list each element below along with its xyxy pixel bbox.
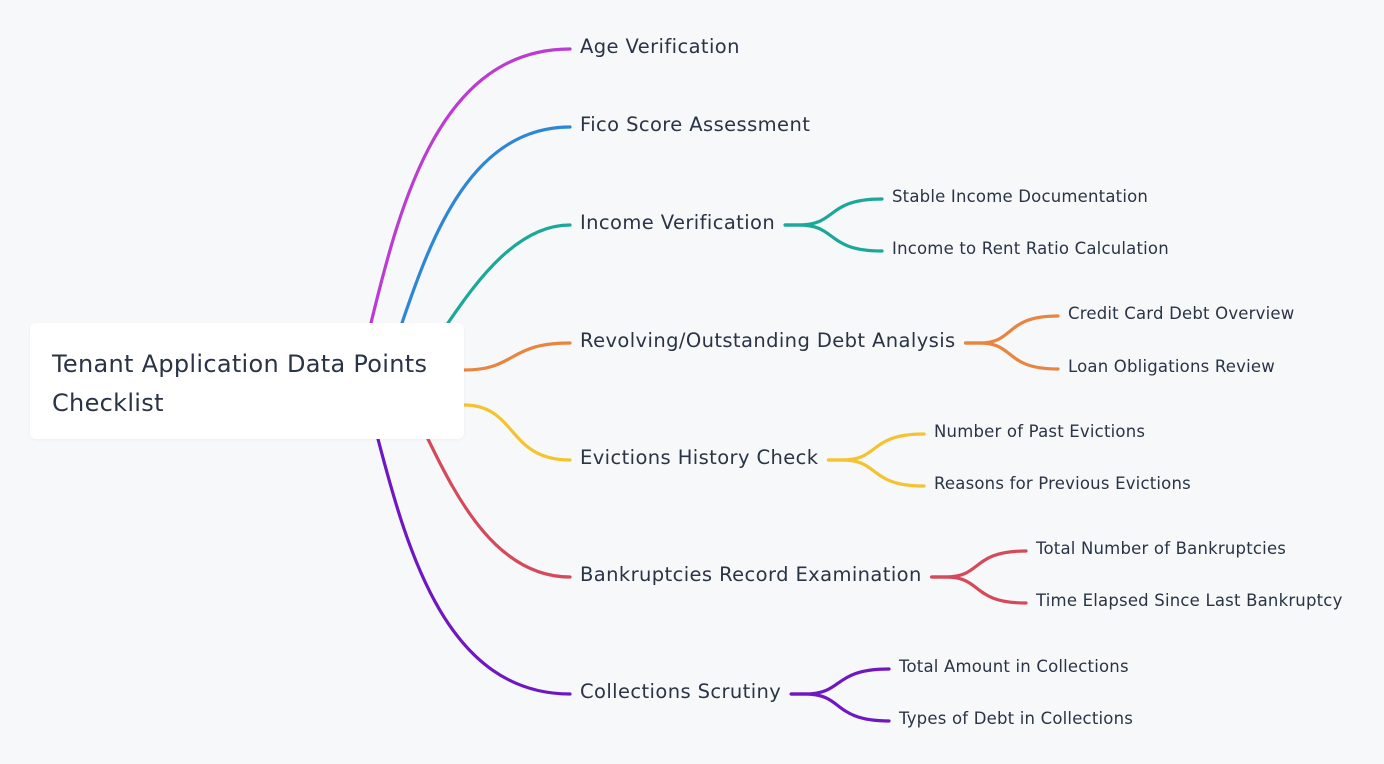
leaf-past-evictions[interactable]: Number of Past Evictions (934, 422, 1146, 441)
branch-connector (426, 437, 572, 579)
leaf-bankruptcy-count[interactable]: Total Number of Bankruptcies (1036, 539, 1287, 558)
branch-collections[interactable]: Collections Scrutiny (580, 680, 782, 703)
leaf-collections-amount[interactable]: Total Amount in Collections (899, 657, 1129, 676)
branch-connector (376, 437, 572, 696)
leaf-loan-obligations[interactable]: Loan Obligations Review (1068, 357, 1275, 376)
leaf-connector (964, 341, 1060, 371)
leaf-connector (789, 667, 891, 696)
branch-connector (462, 341, 572, 372)
branch-evictions-history[interactable]: Evictions History Check (580, 446, 819, 469)
leaf-connector (930, 549, 1028, 579)
branch-connector (400, 125, 572, 325)
branch-bankruptcies[interactable]: Bankruptcies Record Examination (580, 563, 922, 586)
branch-age-verification[interactable]: Age Verification (580, 35, 740, 58)
leaf-connector (783, 223, 884, 253)
root-node[interactable]: Tenant Application Data Points Checklist (30, 323, 464, 439)
leaf-collections-types[interactable]: Types of Debt in Collections (899, 709, 1134, 728)
leaf-connector (826, 432, 926, 462)
branch-connector (446, 223, 572, 325)
leaf-connector (826, 458, 926, 488)
leaf-eviction-reasons[interactable]: Reasons for Previous Evictions (934, 474, 1191, 493)
leaf-bankruptcy-elapsed[interactable]: Time Elapsed Since Last Bankruptcy (1036, 591, 1343, 610)
root-title: Tenant Application Data Points Checklist (52, 350, 428, 417)
leaf-income-rent-ratio[interactable]: Income to Rent Ratio Calculation (892, 239, 1169, 258)
branch-connector (462, 403, 572, 462)
leaf-connector (964, 314, 1060, 345)
leaf-connector (930, 575, 1028, 605)
leaf-connector (789, 692, 891, 723)
leaf-credit-card-debt[interactable]: Credit Card Debt Overview (1068, 304, 1295, 323)
branch-fico-score[interactable]: Fico Score Assessment (580, 113, 811, 136)
leaf-stable-income[interactable]: Stable Income Documentation (892, 187, 1149, 206)
leaf-connector (783, 197, 884, 227)
branch-connector (369, 47, 572, 325)
branch-debt-analysis[interactable]: Revolving/Outstanding Debt Analysis (580, 329, 956, 352)
branch-income-verification[interactable]: Income Verification (580, 211, 776, 234)
